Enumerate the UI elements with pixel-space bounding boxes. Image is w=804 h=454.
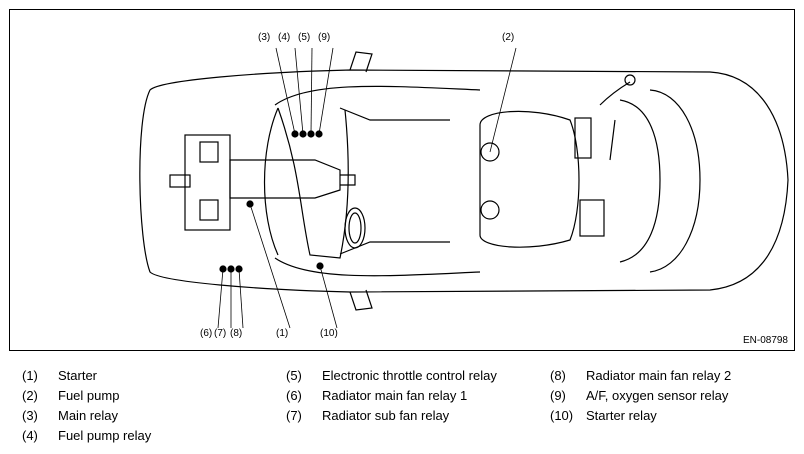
callout-10: (10) bbox=[320, 328, 338, 339]
callout-9: (9) bbox=[318, 32, 331, 43]
legend-text: Starter bbox=[58, 368, 98, 383]
rear-trunk bbox=[649, 89, 701, 273]
legend-text: A/F, oxygen sensor relay bbox=[586, 388, 729, 403]
legend-number: (2) bbox=[22, 388, 38, 403]
legend-text: Radiator sub fan relay bbox=[322, 408, 450, 423]
legend: (1) Starter (2) Fuel pump (3) Main relay (4… bbox=[0, 366, 804, 454]
legend-text: Radiator main fan relay 2 bbox=[586, 368, 732, 383]
legend-text: Fuel pump relay bbox=[58, 428, 152, 443]
callout-7: (7) bbox=[214, 328, 227, 339]
callout-6: (6) bbox=[200, 328, 213, 339]
callout-2: (2) bbox=[502, 32, 515, 43]
legend-text: Fuel pump bbox=[58, 388, 120, 403]
callout-4: (4) bbox=[278, 32, 291, 43]
fuel-pump bbox=[480, 142, 500, 162]
component-location-diagram: (3) (4) (5) (9) (2) (6) (7) (8) (1) (10)… bbox=[9, 9, 795, 351]
left-mirror bbox=[349, 51, 373, 73]
figure-code: EN-08798 bbox=[742, 335, 788, 346]
legend-text: Main relay bbox=[58, 408, 118, 423]
legend-number: (6) bbox=[286, 388, 302, 403]
legend-number: (3) bbox=[22, 408, 38, 423]
rear-window bbox=[619, 99, 661, 263]
legend-number: (1) bbox=[22, 368, 38, 383]
callout-8: (8) bbox=[230, 328, 243, 339]
cabin-roof bbox=[339, 107, 450, 255]
leader-lines bbox=[217, 47, 517, 329]
legend-number: (10) bbox=[550, 408, 574, 423]
canister bbox=[574, 117, 592, 159]
legend-text: Radiator main fan relay 1 bbox=[322, 388, 468, 403]
cabin-front bbox=[263, 107, 279, 256]
car-body-outline bbox=[139, 69, 789, 293]
seat-oval bbox=[344, 207, 366, 249]
legend-number: (7) bbox=[286, 408, 302, 423]
engine-block bbox=[184, 134, 231, 231]
windshield-line bbox=[274, 85, 481, 277]
vehicle-outline-drawing bbox=[139, 47, 789, 329]
legend-number: (5) bbox=[286, 368, 302, 383]
fuel-tank bbox=[479, 110, 580, 248]
legend-text: Electronic throttle control relay bbox=[322, 368, 497, 383]
callout-1: (1) bbox=[276, 328, 289, 339]
legend-text: Starter relay bbox=[586, 408, 657, 423]
legend-number: (8) bbox=[550, 368, 566, 383]
right-mirror bbox=[349, 289, 373, 311]
legend-number: (9) bbox=[550, 388, 566, 403]
callout-5: (5) bbox=[298, 32, 311, 43]
legend-number: (4) bbox=[22, 428, 38, 443]
callout-3: (3) bbox=[258, 32, 271, 43]
